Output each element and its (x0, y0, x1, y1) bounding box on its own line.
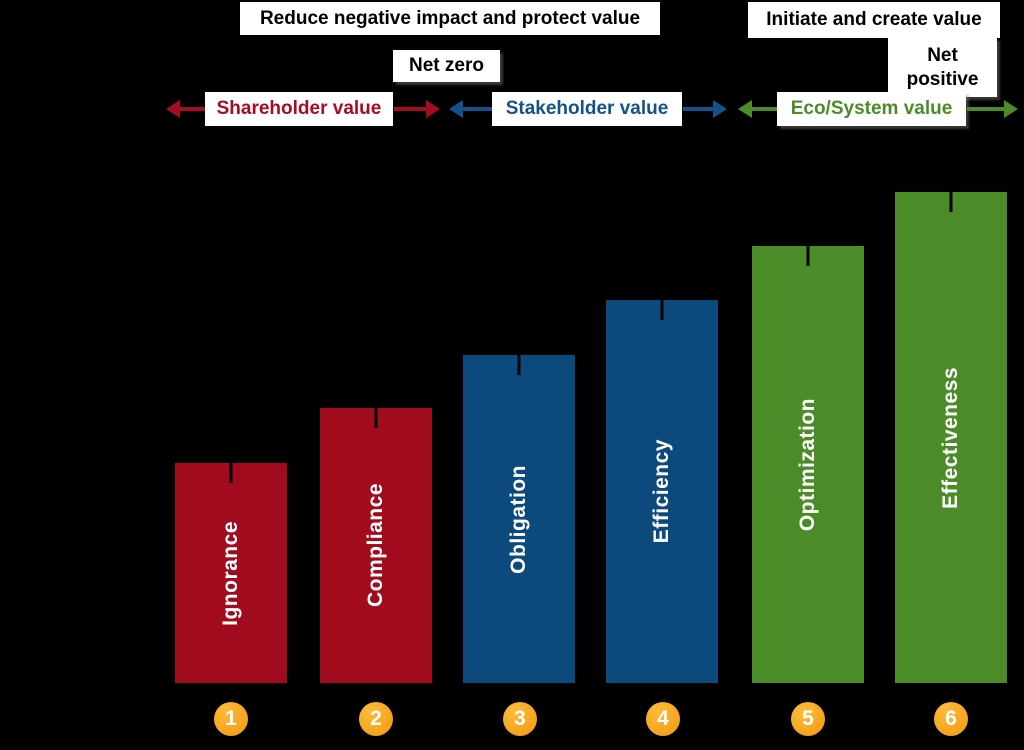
axis-label-eco-system-value: Eco/System value (777, 92, 966, 126)
bar-label: Obligation (507, 464, 530, 574)
bar-top-tick (374, 408, 378, 428)
step-marker-6: 6 (934, 702, 968, 736)
arrow-left-icon (738, 100, 777, 118)
bar-compliance: Compliance (320, 408, 432, 683)
bar-top-tick (949, 192, 953, 212)
arrow-right-icon (394, 100, 440, 118)
bar-label: Compliance (364, 483, 387, 608)
step-marker-1: 1 (214, 702, 248, 736)
arrowhead-icon (713, 100, 727, 118)
bar-label: Effectiveness (939, 366, 962, 509)
arrowhead-icon (738, 100, 752, 118)
arrow-shaft (462, 107, 492, 111)
bar-top-tick (229, 463, 233, 483)
bar-top-tick (660, 300, 664, 320)
bar-effectiveness: Effectiveness (895, 192, 1007, 683)
bar-label: Ignorance (219, 520, 242, 626)
bar-efficiency: Efficiency (606, 300, 718, 683)
arrow-shaft (967, 107, 1005, 111)
arrowhead-icon (426, 100, 440, 118)
bar-top-tick (806, 246, 810, 266)
banner-initiate-create: Initiate and create value (748, 2, 1000, 38)
arrow-shaft (751, 107, 777, 111)
step-marker-5: 5 (791, 702, 825, 736)
bar-top-tick (517, 355, 521, 375)
axis-label-shareholder-value: Shareholder value (205, 92, 393, 126)
arrow-right-icon (967, 100, 1018, 118)
arrowhead-icon (1004, 100, 1018, 118)
arrow-shaft (179, 107, 205, 111)
arrow-shaft (394, 107, 427, 111)
arrowhead-icon (166, 100, 180, 118)
bar-label: Efficiency (650, 439, 673, 544)
bar-obligation: Obligation (463, 355, 575, 683)
arrow-left-icon (449, 100, 492, 118)
step-marker-2: 2 (359, 702, 393, 736)
bar-optimization: Optimization (752, 246, 864, 683)
arrow-right-icon (683, 100, 727, 118)
label-net-zero: Net zero (393, 50, 500, 82)
arrow-shaft (683, 107, 714, 111)
axis-label-stakeholder-value: Stakeholder value (492, 92, 682, 126)
bar-label: Optimization (796, 397, 819, 532)
step-marker-4: 4 (646, 702, 680, 736)
step-marker-3: 3 (503, 702, 537, 736)
bar-ignorance: Ignorance (175, 463, 287, 683)
banner-reduce-negative: Reduce negative impact and protect value (240, 2, 660, 35)
arrow-left-icon (166, 100, 205, 118)
arrowhead-icon (449, 100, 463, 118)
